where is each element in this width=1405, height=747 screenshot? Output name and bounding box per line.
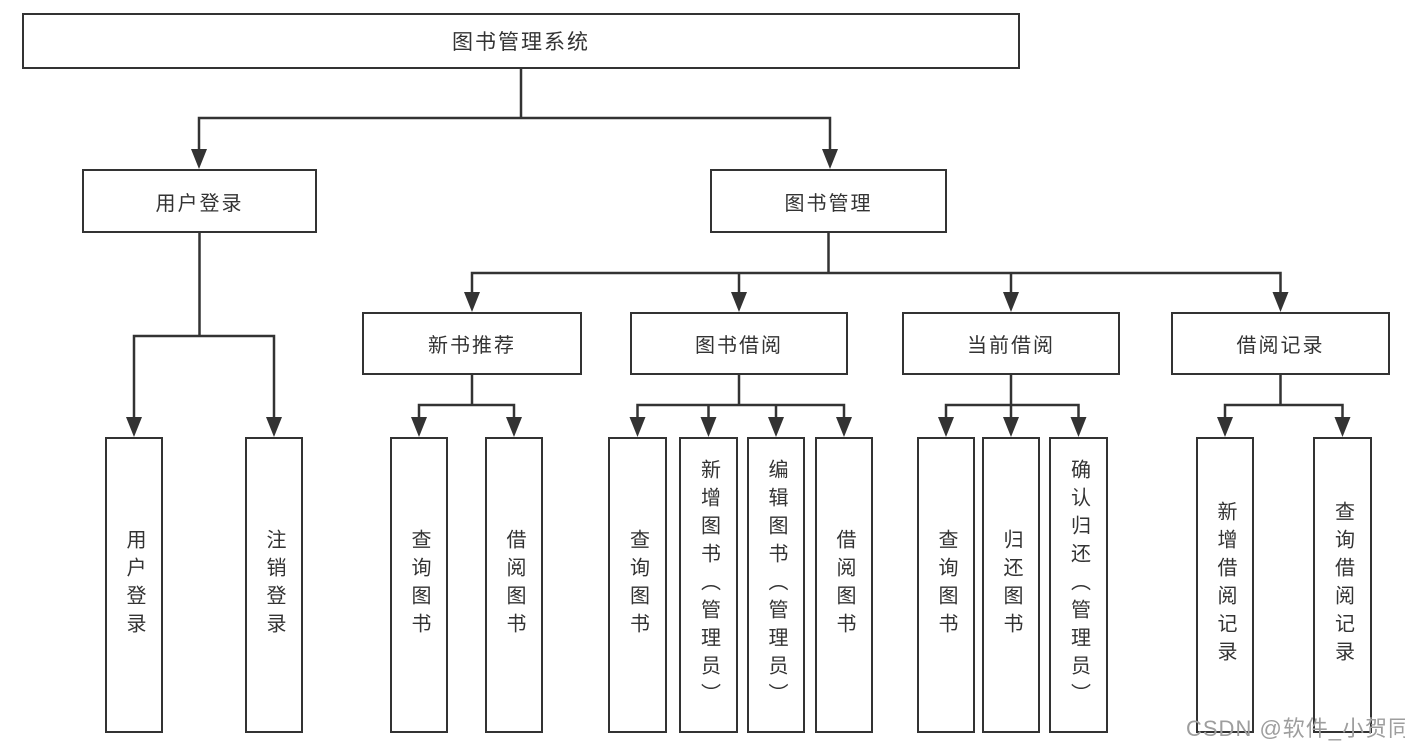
arrow-down-icon: [126, 417, 142, 437]
watermark: CSDN @软件_小贺同学: [1186, 716, 1405, 741]
node-label: 新书推荐: [428, 335, 516, 357]
leaf-current-query-books: 查询图书: [917, 437, 975, 733]
arrowhead-icons: [126, 149, 1351, 437]
arrow-down-icon: [191, 149, 207, 169]
node-label: 编辑图书（管理员）: [765, 459, 787, 711]
leaf-current-confirm-return-admin: 确认归还（管理员）: [1049, 437, 1108, 733]
arrow-down-icon: [1272, 292, 1289, 312]
node-label: 图书借阅: [695, 335, 783, 357]
node-root: 图书管理系统: [22, 13, 1020, 69]
node-label: 图书管理系统: [452, 31, 590, 54]
leaf-recommend-query-books: 查询图书: [390, 437, 448, 733]
arrow-down-icon: [768, 417, 784, 437]
node-new-book-recommend: 新书推荐: [362, 312, 582, 375]
node-borrowing-records: 借阅记录: [1171, 312, 1390, 375]
node-label: 图书管理: [784, 192, 873, 215]
node-label: 新增图书（管理员）: [697, 459, 720, 711]
arrow-down-icon: [1334, 417, 1351, 437]
arrow-down-icon: [506, 417, 522, 437]
leaf-borrowing-query-books: 查询图书: [608, 437, 667, 733]
arrow-down-icon: [464, 292, 480, 312]
node-book-management: 图书管理: [710, 169, 947, 233]
leaf-borrowing-borrow-books: 借阅图书: [815, 437, 873, 733]
node-label: 用户登录: [155, 192, 244, 215]
node-label: 查询借阅记录: [1331, 501, 1354, 669]
leaf-user-login: 用户登录: [105, 437, 163, 733]
node-current-borrowing: 当前借阅: [902, 312, 1120, 375]
node-label: 用户登录: [123, 529, 145, 641]
arrow-down-icon: [1217, 417, 1233, 437]
arrow-down-icon: [266, 417, 282, 437]
node-book-borrowing: 图书借阅: [630, 312, 848, 375]
node-label: 新增借阅记录: [1214, 501, 1236, 669]
arrow-down-icon: [938, 417, 954, 437]
leaf-records-query-record: 查询借阅记录: [1313, 437, 1372, 733]
arrow-down-icon: [629, 417, 646, 437]
leaf-recommend-borrow-books: 借阅图书: [485, 437, 543, 733]
arrow-down-icon: [731, 292, 747, 312]
node-label: 归还图书: [1000, 529, 1022, 641]
node-label: 借阅图书: [833, 529, 855, 641]
arrow-down-icon: [1003, 292, 1019, 312]
arrow-down-icon: [1070, 417, 1087, 437]
node-user-login: 用户登录: [82, 169, 317, 233]
arrow-down-icon: [411, 417, 427, 437]
leaf-borrowing-add-books-admin: 新增图书（管理员）: [679, 437, 738, 733]
node-label: 借阅图书: [503, 529, 525, 641]
node-label: 查询图书: [408, 529, 430, 641]
leaf-borrowing-edit-books-admin: 编辑图书（管理员）: [747, 437, 805, 733]
connector-paths: [132, 67, 1344, 420]
node-label: 注销登录: [263, 529, 285, 641]
arrow-down-icon: [1003, 417, 1019, 437]
leaf-current-return-books: 归还图书: [982, 437, 1040, 733]
leaf-records-add-record: 新增借阅记录: [1196, 437, 1254, 733]
arrow-down-icon: [836, 417, 852, 437]
node-label: 查询图书: [626, 529, 649, 641]
node-label: 当前借阅: [967, 335, 1055, 357]
node-label: 查询图书: [935, 529, 957, 641]
leaf-logout: 注销登录: [245, 437, 303, 733]
arrow-down-icon: [822, 149, 838, 169]
arrow-down-icon: [700, 417, 717, 437]
node-label: 确认归还（管理员）: [1067, 459, 1090, 711]
node-label: 借阅记录: [1236, 335, 1325, 357]
